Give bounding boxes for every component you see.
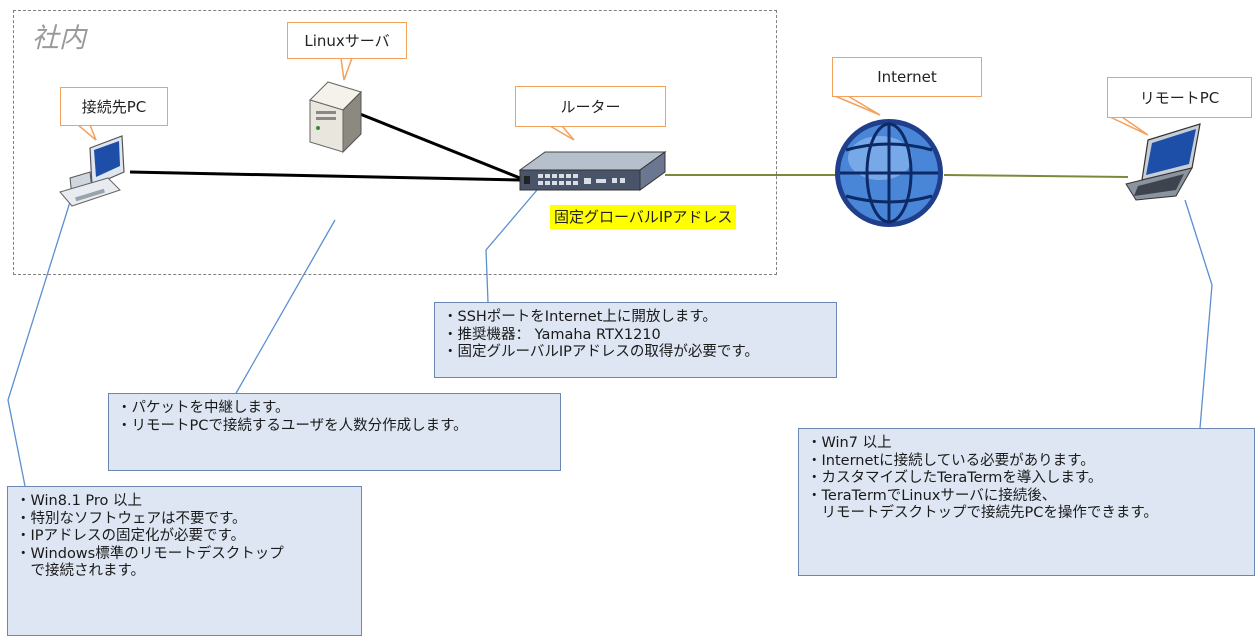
leader-remote (1184, 199, 1213, 429)
leader-pc (7, 201, 71, 487)
note-remote-pc: ・Win7 以上 ・Internetに接続している必要があります。 ・カスタマイ… (798, 428, 1255, 576)
note-line: ・特別なソフトウェアは不要です。 (16, 510, 247, 527)
laptop-icon (1125, 123, 1201, 201)
note-line: ・IPアドレスの固定化が必要です。 (16, 528, 246, 544)
internal-network-zone (13, 10, 777, 275)
zone-label: 社内 (32, 23, 86, 54)
callout-remote-label: リモートPC (1139, 89, 1220, 107)
note-line: ・カスタマイズしたTeraTermを導入します。 (807, 470, 1103, 486)
note-line: リモートデスクトップで接続先PCを操作できます。 (807, 505, 1158, 521)
callout-pointer-internet (834, 95, 881, 116)
note-router: ・SSHポートをInternet上に開放します。 ・推奨機器： Yamaha R… (434, 302, 837, 378)
callout-linux-server: Linuxサーバ (287, 22, 407, 59)
router-icon (518, 151, 667, 191)
fixed-global-ip-label: 固定グローバルIPアドレス (550, 205, 737, 229)
internet-globe-icon (835, 119, 943, 227)
server-icon (309, 81, 362, 154)
callout-internet-label: Internet (877, 68, 937, 86)
leader-linux (234, 219, 336, 396)
callout-router-label: ルーター (560, 98, 621, 116)
cable-internet-remote (943, 174, 1129, 178)
note-line: ・TeraTermでLinuxサーバに接続後、 (807, 487, 1057, 504)
callout-internet: Internet (832, 57, 982, 97)
callout-remote-pc: リモートPC (1107, 77, 1252, 118)
note-line: ・SSHポートをInternet上に開放します。 (443, 309, 717, 325)
note-linux-server: ・パケットを中継します。 ・リモートPCで接続するユーザを人数分作成します。 (108, 393, 561, 471)
note-target-pc: ・Win8.1 Pro 以上 ・特別なソフトウェアは不要です。 ・IPアドレスの… (7, 486, 362, 636)
note-line: ・パケットを中継します。 (117, 400, 290, 416)
callout-pc-label: 接続先PC (81, 98, 147, 116)
callout-linux-label: Linuxサーバ (304, 32, 390, 50)
cable-linux-router (359, 112, 521, 180)
callout-target-pc: 接続先PC (60, 87, 168, 126)
note-line: ・Windows標準のリモートデスクトップ (16, 545, 284, 562)
callout-router: ルーター (515, 86, 666, 127)
note-line: ・Win7 以上 (807, 435, 892, 451)
note-line: ・固定グルーバルIPアドレスの取得が必要です。 (443, 344, 759, 360)
note-line: ・リモートPCで接続するユーザを人数分作成します。 (117, 417, 468, 434)
note-line: ・Win8.1 Pro 以上 (16, 493, 143, 509)
note-line: で接続されます。 (16, 563, 146, 579)
note-line: ・推奨機器： Yamaha RTX1210 (443, 326, 661, 343)
callout-pointer-remote (1109, 116, 1149, 136)
cable-pc-router (129, 170, 521, 182)
leader-router (485, 189, 538, 303)
desktop-pc-icon (59, 135, 125, 207)
note-line: ・Internetに接続している必要があります。 (807, 452, 1095, 469)
